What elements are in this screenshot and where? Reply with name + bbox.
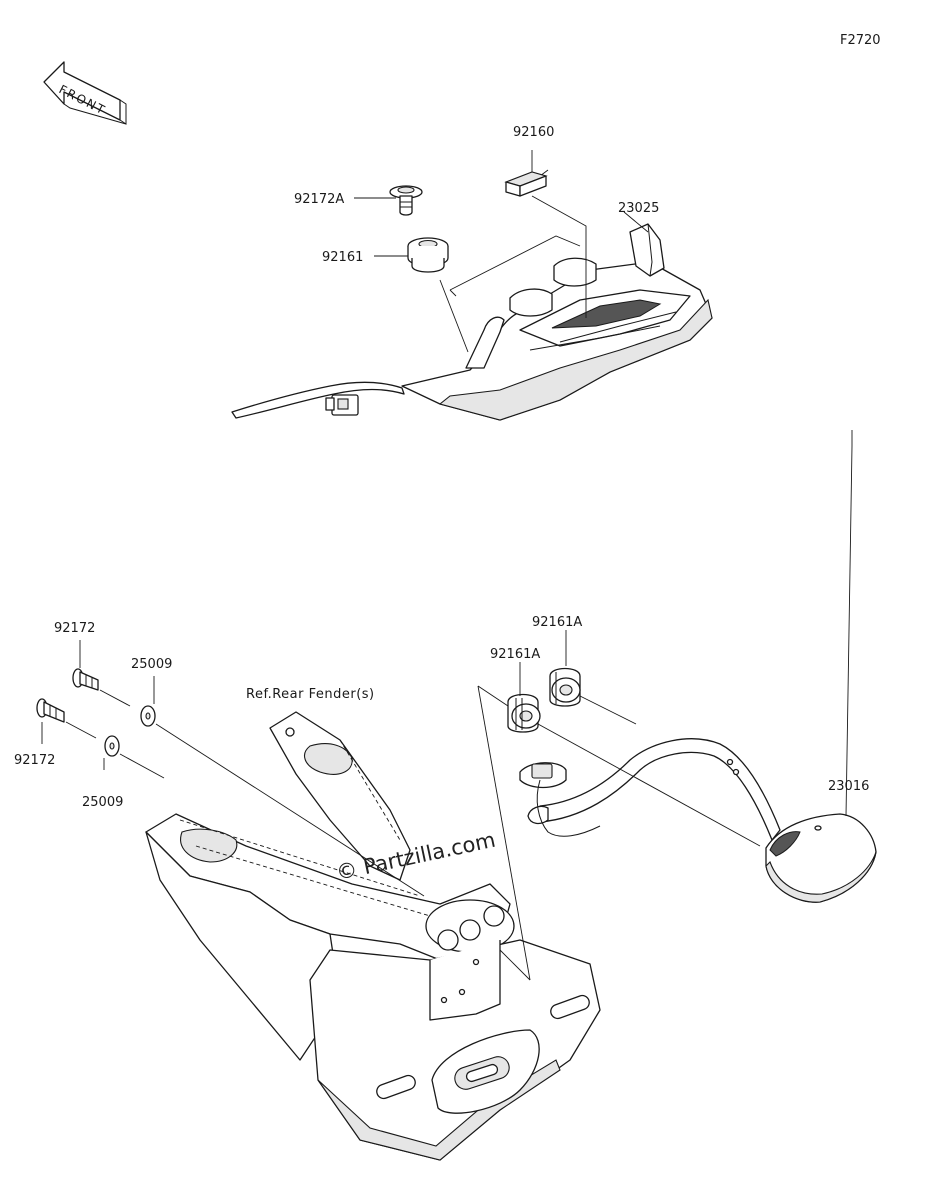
part-label-92161A-lower: 92161A: [490, 647, 540, 662]
reference-note: Ref.Rear Fender(s): [246, 687, 375, 702]
part-label-92172-bottom: 92172: [14, 753, 55, 768]
tail-light-assembly: [231, 223, 713, 421]
diagram-code: F2720: [840, 33, 881, 48]
part-label-92161A-top: 92161A: [532, 615, 582, 630]
washer-25009-top: [140, 705, 156, 727]
top-leader-lines: [354, 150, 649, 353]
lamp-23016: [519, 738, 877, 903]
part-label-92172-top: 92172: [54, 621, 95, 636]
part-label-23016: 23016: [828, 779, 869, 794]
rear-fender-ref: [269, 711, 411, 881]
grommet-92161A-top: [549, 667, 581, 707]
part-label-92160: 92160: [513, 125, 554, 140]
part-label-25009-top: 25009: [131, 657, 172, 672]
front-arrow-icon: FRONT: [43, 61, 127, 125]
pad-92160: [504, 171, 548, 197]
part-label-92172A: 92172A: [294, 192, 344, 207]
washer-25009-bottom: [104, 735, 120, 757]
screw-92172-bottom: [36, 698, 65, 723]
part-label-92161: 92161: [322, 250, 363, 265]
screw-92172A: [389, 185, 423, 216]
bottom-leader-lines: [41, 430, 853, 981]
grommet-92161: [407, 237, 449, 273]
part-label-25009-bottom: 25009: [82, 795, 123, 810]
connector: [325, 394, 359, 416]
grommet-92161A-lower: [507, 693, 541, 733]
screw-92172-top: [72, 668, 99, 691]
part-label-23025: 23025: [618, 201, 659, 216]
license-bracket: [145, 813, 601, 1161]
